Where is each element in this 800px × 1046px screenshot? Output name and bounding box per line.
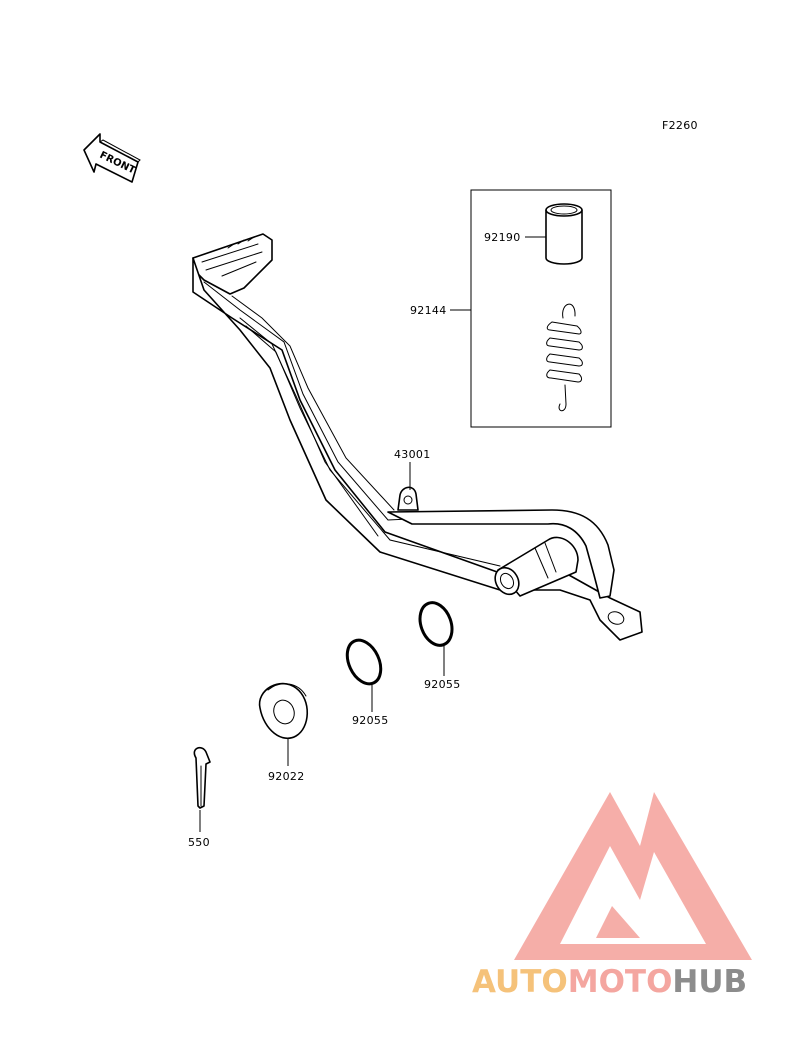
kit-box <box>470 189 612 428</box>
label-92022: 92022 <box>268 770 305 783</box>
watermark-moto: MOTO <box>568 964 673 1000</box>
label-92055-upper: 92055 <box>424 678 461 691</box>
spring-part <box>546 303 583 412</box>
figure-code: F2260 <box>662 119 698 132</box>
svg-text:AUTOMOTOHUB: AUTOMOTOHUB <box>472 964 747 1000</box>
watermark-text: AUTOMOTOHUB <box>472 964 747 1000</box>
label-43001: 43001 <box>394 448 431 461</box>
label-92055-lower: 92055 <box>352 714 389 727</box>
watermark-hub: HUB <box>672 964 747 1000</box>
washer-part <box>258 682 308 739</box>
automotohub-logo-icon <box>514 792 752 960</box>
oring-lower-part <box>345 638 383 686</box>
watermark-auto: AUTO <box>472 964 568 1000</box>
label-92144: 92144 <box>410 304 447 317</box>
brake-pedal-part <box>192 233 643 641</box>
pipe-part <box>545 203 583 265</box>
front-arrow-icon: FRONT <box>83 133 141 183</box>
label-92190: 92190 <box>484 231 521 244</box>
oring-upper-part <box>418 601 454 647</box>
cotter-pin-part <box>193 746 211 809</box>
label-550: 550 <box>188 836 210 849</box>
